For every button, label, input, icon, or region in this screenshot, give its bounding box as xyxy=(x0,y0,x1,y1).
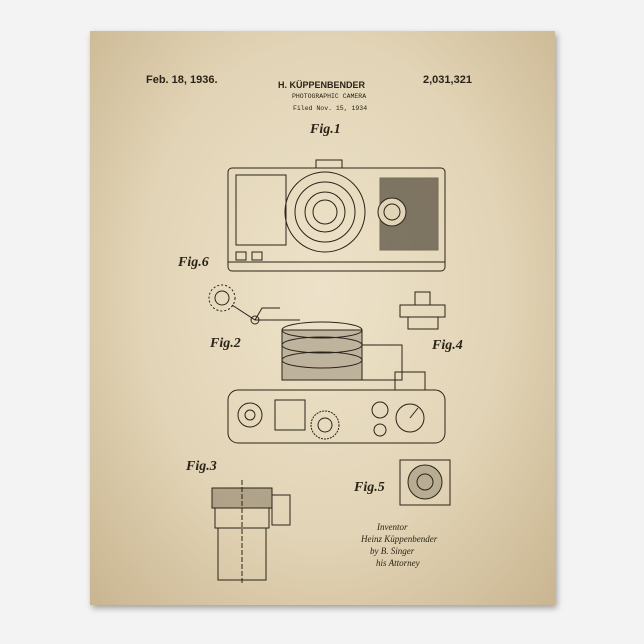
fig4-detail xyxy=(400,292,445,329)
fig5-dial xyxy=(400,460,450,505)
inventor-name: H. KÜPPENBENDER xyxy=(278,80,365,90)
inventor-signature: Heinz Küppenbender xyxy=(361,534,437,544)
attorney-label: his Attorney xyxy=(376,558,420,568)
patent-date: Feb. 18, 1936. xyxy=(146,74,218,86)
patent-drawing xyxy=(90,31,555,605)
fig1-label: Fig.1 xyxy=(310,122,341,138)
fig1-camera-front xyxy=(228,160,445,271)
patent-title: PHOTOGRAPHIC CAMERA xyxy=(292,93,366,100)
fig6-gear xyxy=(209,285,300,324)
filed-date: Filed Nov. 15, 1934 xyxy=(293,105,367,112)
fig6-label: Fig.6 xyxy=(178,255,209,271)
fig2-camera-top xyxy=(228,322,445,443)
fig3-label: Fig.3 xyxy=(186,459,217,475)
attorney-by: by B. Singer xyxy=(370,546,414,556)
patent-number: 2,031,321 xyxy=(423,74,472,86)
fig2-label: Fig.2 xyxy=(210,336,241,352)
fig4-label: Fig.4 xyxy=(432,338,463,354)
inventor-label: Inventor xyxy=(377,522,408,532)
fig5-label: Fig.5 xyxy=(354,480,385,496)
fig3-lens xyxy=(212,480,290,585)
patent-poster: Feb. 18, 1936. H. KÜPPENBENDER PHOTOGRAP… xyxy=(90,31,555,605)
